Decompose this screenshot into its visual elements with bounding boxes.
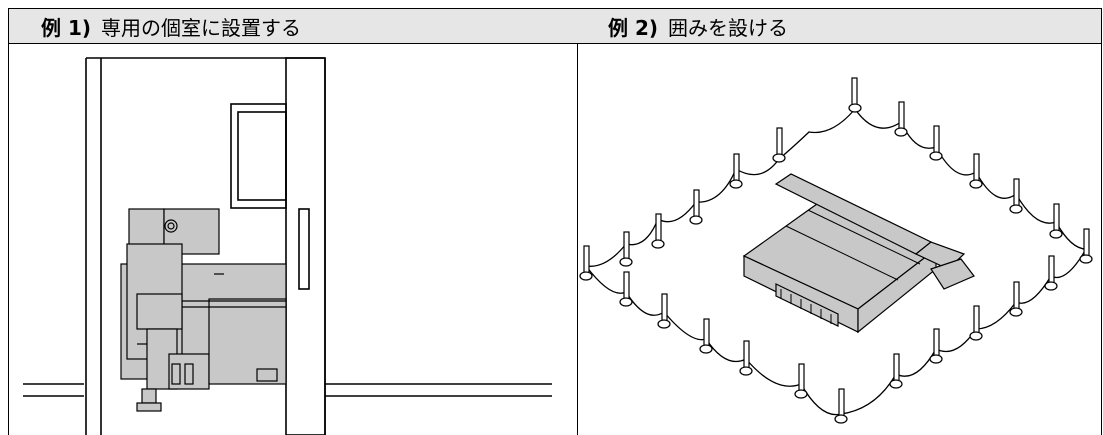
example-1-title: 専用の個室に設置する — [101, 15, 302, 40]
example-2-cell: 例 2) 囲みを設ける — [576, 8, 1102, 435]
example-2-label: 例 2) — [608, 15, 659, 40]
example-1-illustration-area — [9, 44, 577, 435]
example-2-header: 例 2) 囲みを設ける — [576, 8, 1101, 44]
stanchion-posts — [579, 77, 1093, 424]
printer-side-view — [120, 208, 287, 412]
example-1-header: 例 1) 専用の個室に設置する — [9, 8, 577, 44]
examples-table: 例 1) 専用の個室に設置する — [8, 8, 1102, 435]
example-2-illustration-area — [576, 44, 1101, 435]
stanchion-barrier-illustration — [579, 77, 1093, 424]
printer-isometric-view — [742, 173, 975, 334]
example-2-title: 囲みを設ける — [668, 15, 789, 40]
private-room-illustration — [23, 57, 552, 435]
example-1-cell: 例 1) 専用の個室に設置する — [8, 8, 578, 435]
example-1-label: 例 1) — [41, 15, 92, 40]
